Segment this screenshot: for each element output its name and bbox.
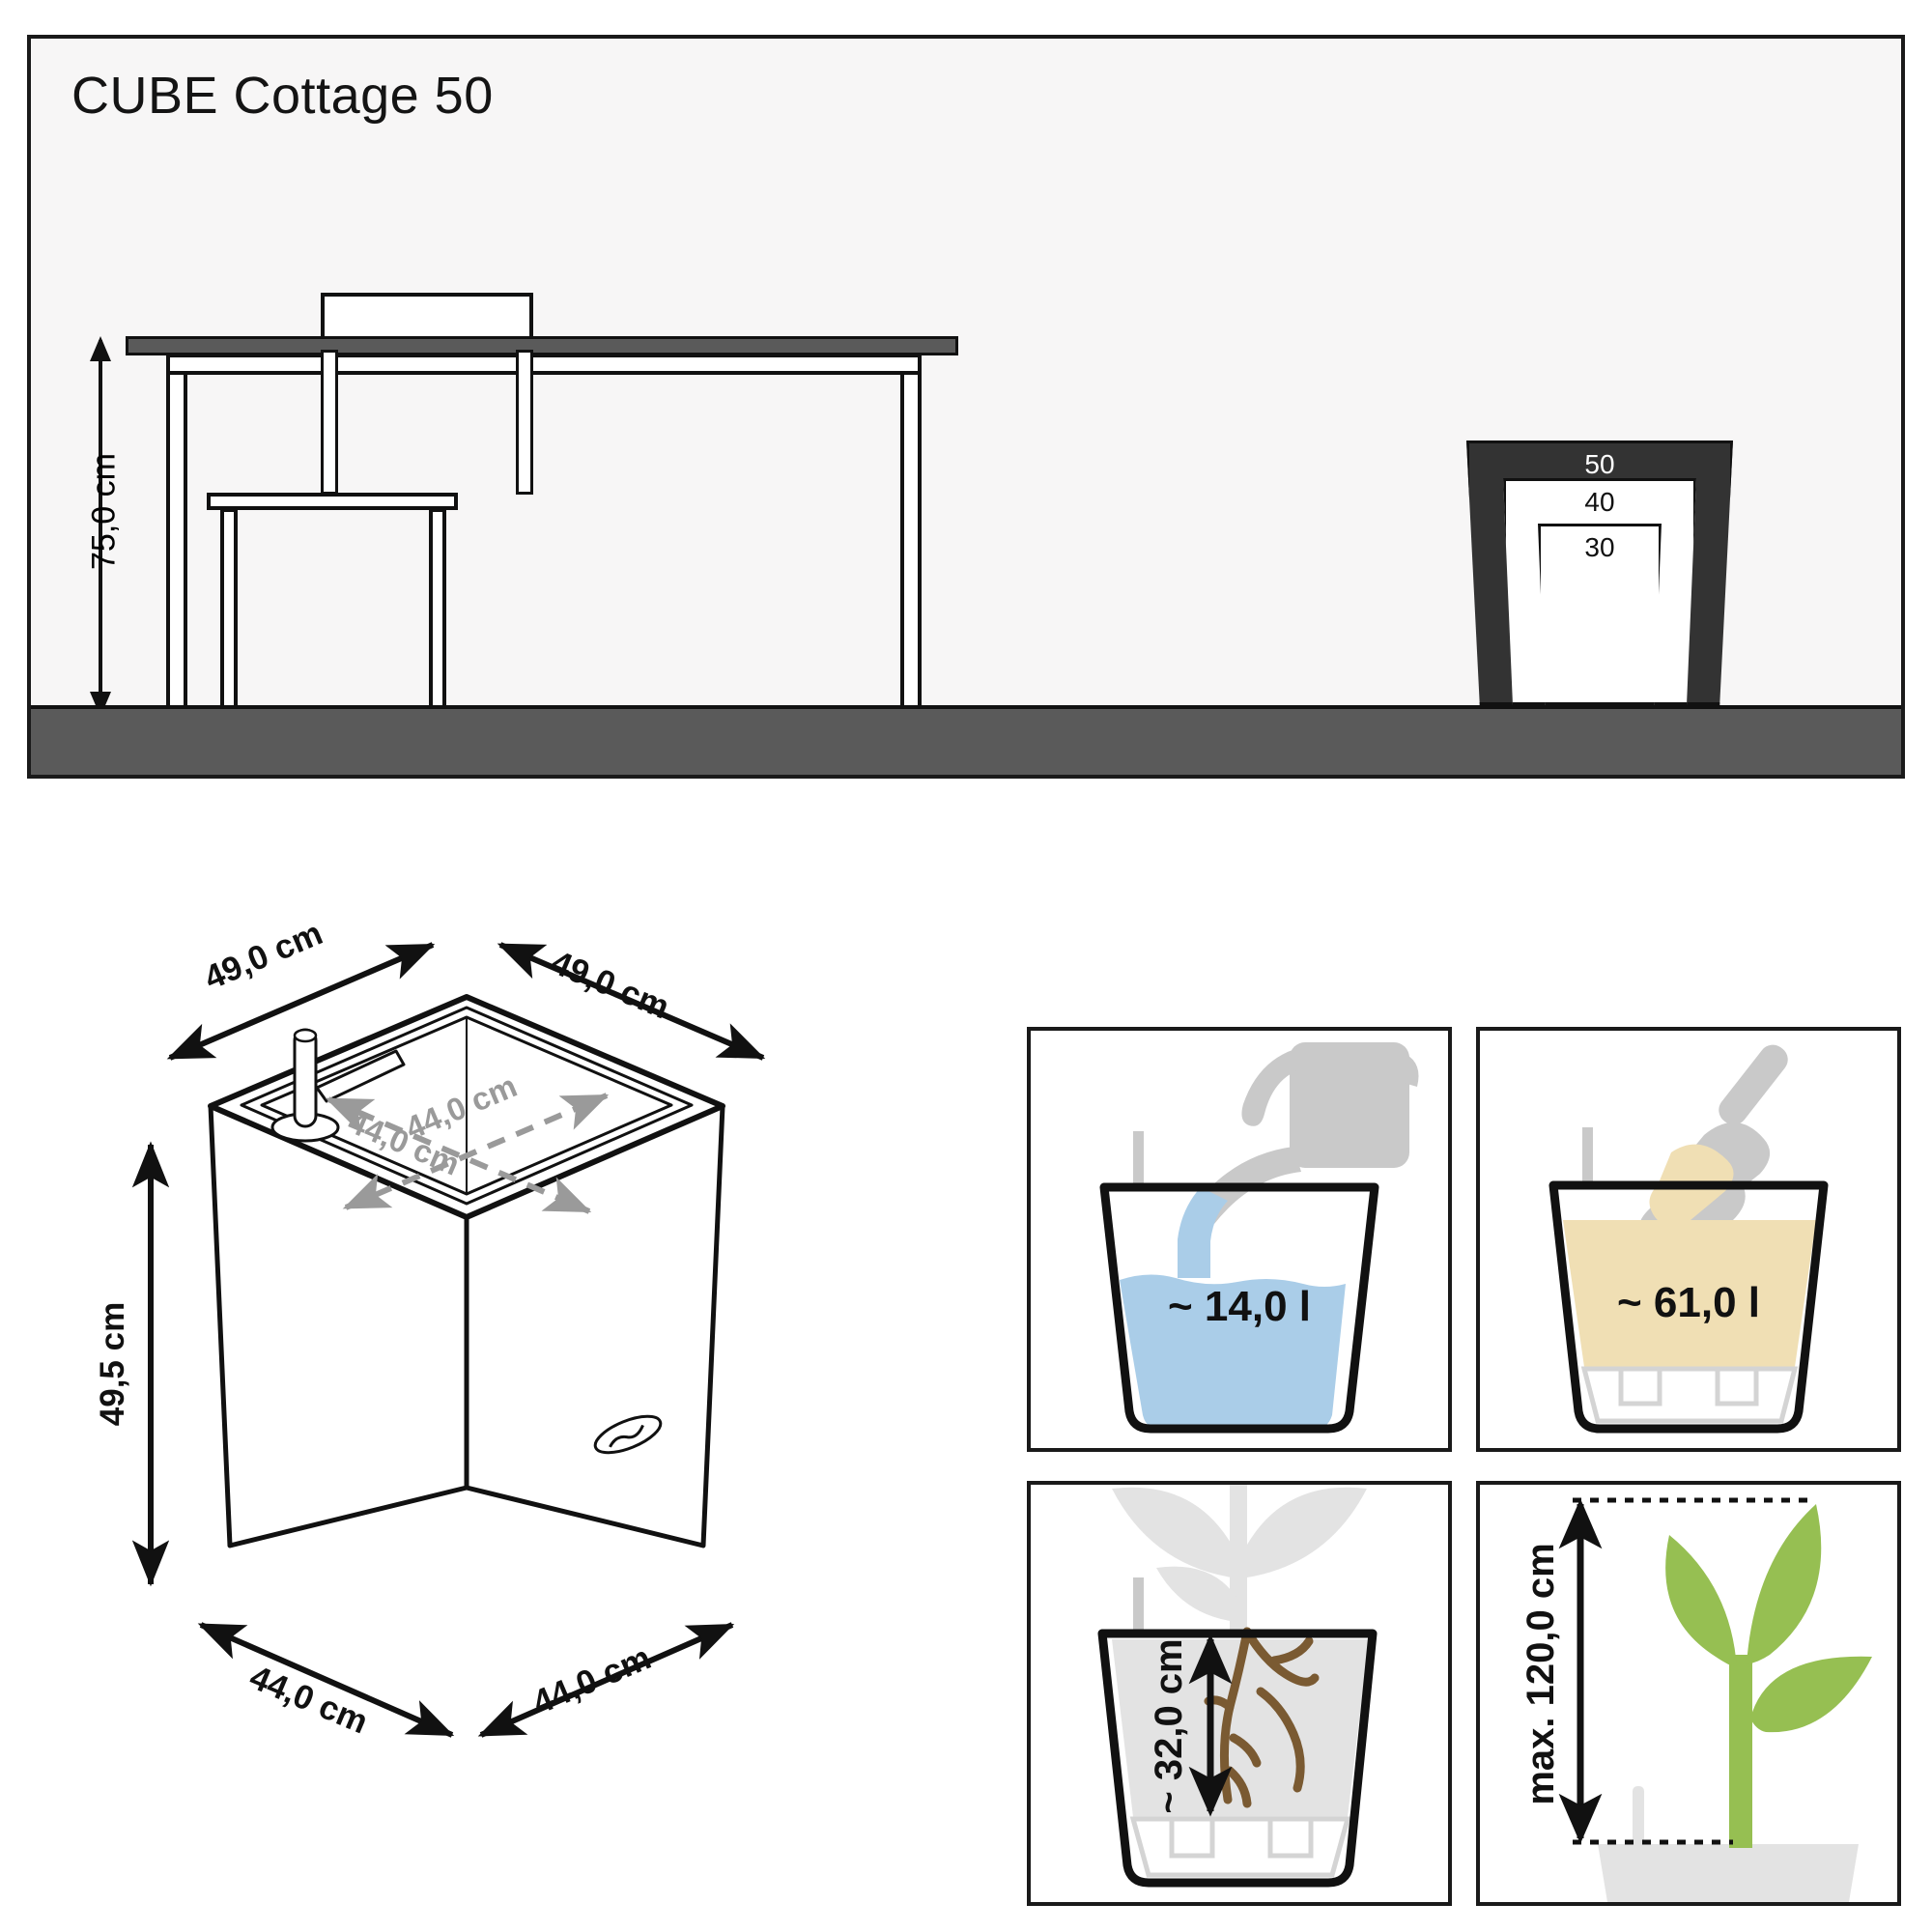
dimension-line-bottom-right <box>477 1622 735 1738</box>
chair-seat <box>207 493 458 510</box>
size-comparison-40-label: 40 <box>1584 487 1615 517</box>
chair-back-post <box>321 350 338 495</box>
liner-handle-slot <box>315 1049 406 1103</box>
soil-gauge-rod-icon <box>1582 1127 1593 1187</box>
size-comparison-group: 50 40 30 <box>1466 435 1756 705</box>
size-comparison-30: 30 <box>1538 524 1662 705</box>
separator-plate-icon <box>1129 1816 1351 1878</box>
table-top <box>126 336 958 355</box>
root-depth-label: ~ 32,0 cm <box>1148 1638 1190 1813</box>
dimension-line-bottom-left <box>197 1622 455 1738</box>
chair-leg-right <box>429 508 446 713</box>
plant-silhouette-icon <box>1112 1485 1367 1630</box>
dimension-label-bottom-right: 44,0 cm <box>527 1638 656 1721</box>
scale-scene-panel: CUBE Cottage 50 75,0 cm 50 40 <box>27 35 1905 779</box>
pot-outline <box>1097 1629 1378 1888</box>
feature-panel-substrate-volume: ~ 61,0 l <box>1476 1027 1901 1452</box>
substrate-volume-label: ~ 61,0 l <box>1617 1279 1760 1326</box>
water-gauge-rod-icon <box>1133 1131 1144 1189</box>
size-comparison-30-label: 30 <box>1584 532 1615 562</box>
table-height-label: 75,0 cm <box>85 453 123 570</box>
substrate-fill <box>1563 1220 1816 1367</box>
dimension-line-table-height <box>99 340 102 717</box>
dimension-line-outer-right <box>497 942 766 1061</box>
max-plant-height-label: max. 120,0 cm <box>1520 1543 1562 1804</box>
table-leg-right <box>900 354 922 713</box>
water-gauge-rod <box>293 1028 318 1128</box>
isometric-dimension-drawing: 49,0 cm 49,0 cm 44,0 cm 44,0 cm 49,5 cm … <box>27 811 983 1913</box>
pot-outline <box>1548 1180 1829 1434</box>
table-apron <box>166 354 922 375</box>
dimension-label-height: 49,5 cm <box>94 1302 131 1426</box>
chair-back-post-right <box>516 350 533 495</box>
page-title: CUBE Cottage 50 <box>71 67 494 125</box>
size-comparison-50-label: 50 <box>1584 449 1615 479</box>
planter-base <box>1598 1844 1859 1902</box>
feature-panel-rooting-depth: ~ 32,0 cm <box>1027 1481 1452 1906</box>
dimension-line-outer-left <box>166 942 436 1061</box>
floor-band <box>31 705 1901 775</box>
dimension-label-outer-right: 49,0 cm <box>546 943 674 1026</box>
plant-gauge-rod-icon <box>1633 1786 1644 1846</box>
water-fill <box>1120 1274 1346 1431</box>
root-gauge-rod-icon <box>1133 1577 1144 1634</box>
watering-can-icon <box>1193 1042 1419 1224</box>
plant-icon <box>1665 1504 1872 1848</box>
dimension-label-outer-left: 49,0 cm <box>199 914 327 997</box>
water-stream <box>1178 1187 1228 1278</box>
feature-panel-max-plant-height: max. 120,0 cm <box>1476 1481 1901 1906</box>
water-volume-label: ~ 14,0 l <box>1168 1283 1311 1330</box>
water-gauge-cap <box>293 1028 318 1043</box>
dimension-line-inner-b <box>325 1096 592 1214</box>
feature-panel-water-reservoir: ~ 14,0 l <box>1027 1027 1452 1452</box>
table-leg-left <box>166 354 187 713</box>
brand-badge-script-icon <box>609 1424 644 1448</box>
pot-outline <box>1099 1182 1379 1434</box>
separator-plate-icon <box>1580 1366 1799 1424</box>
chair-leg-left <box>220 508 238 713</box>
